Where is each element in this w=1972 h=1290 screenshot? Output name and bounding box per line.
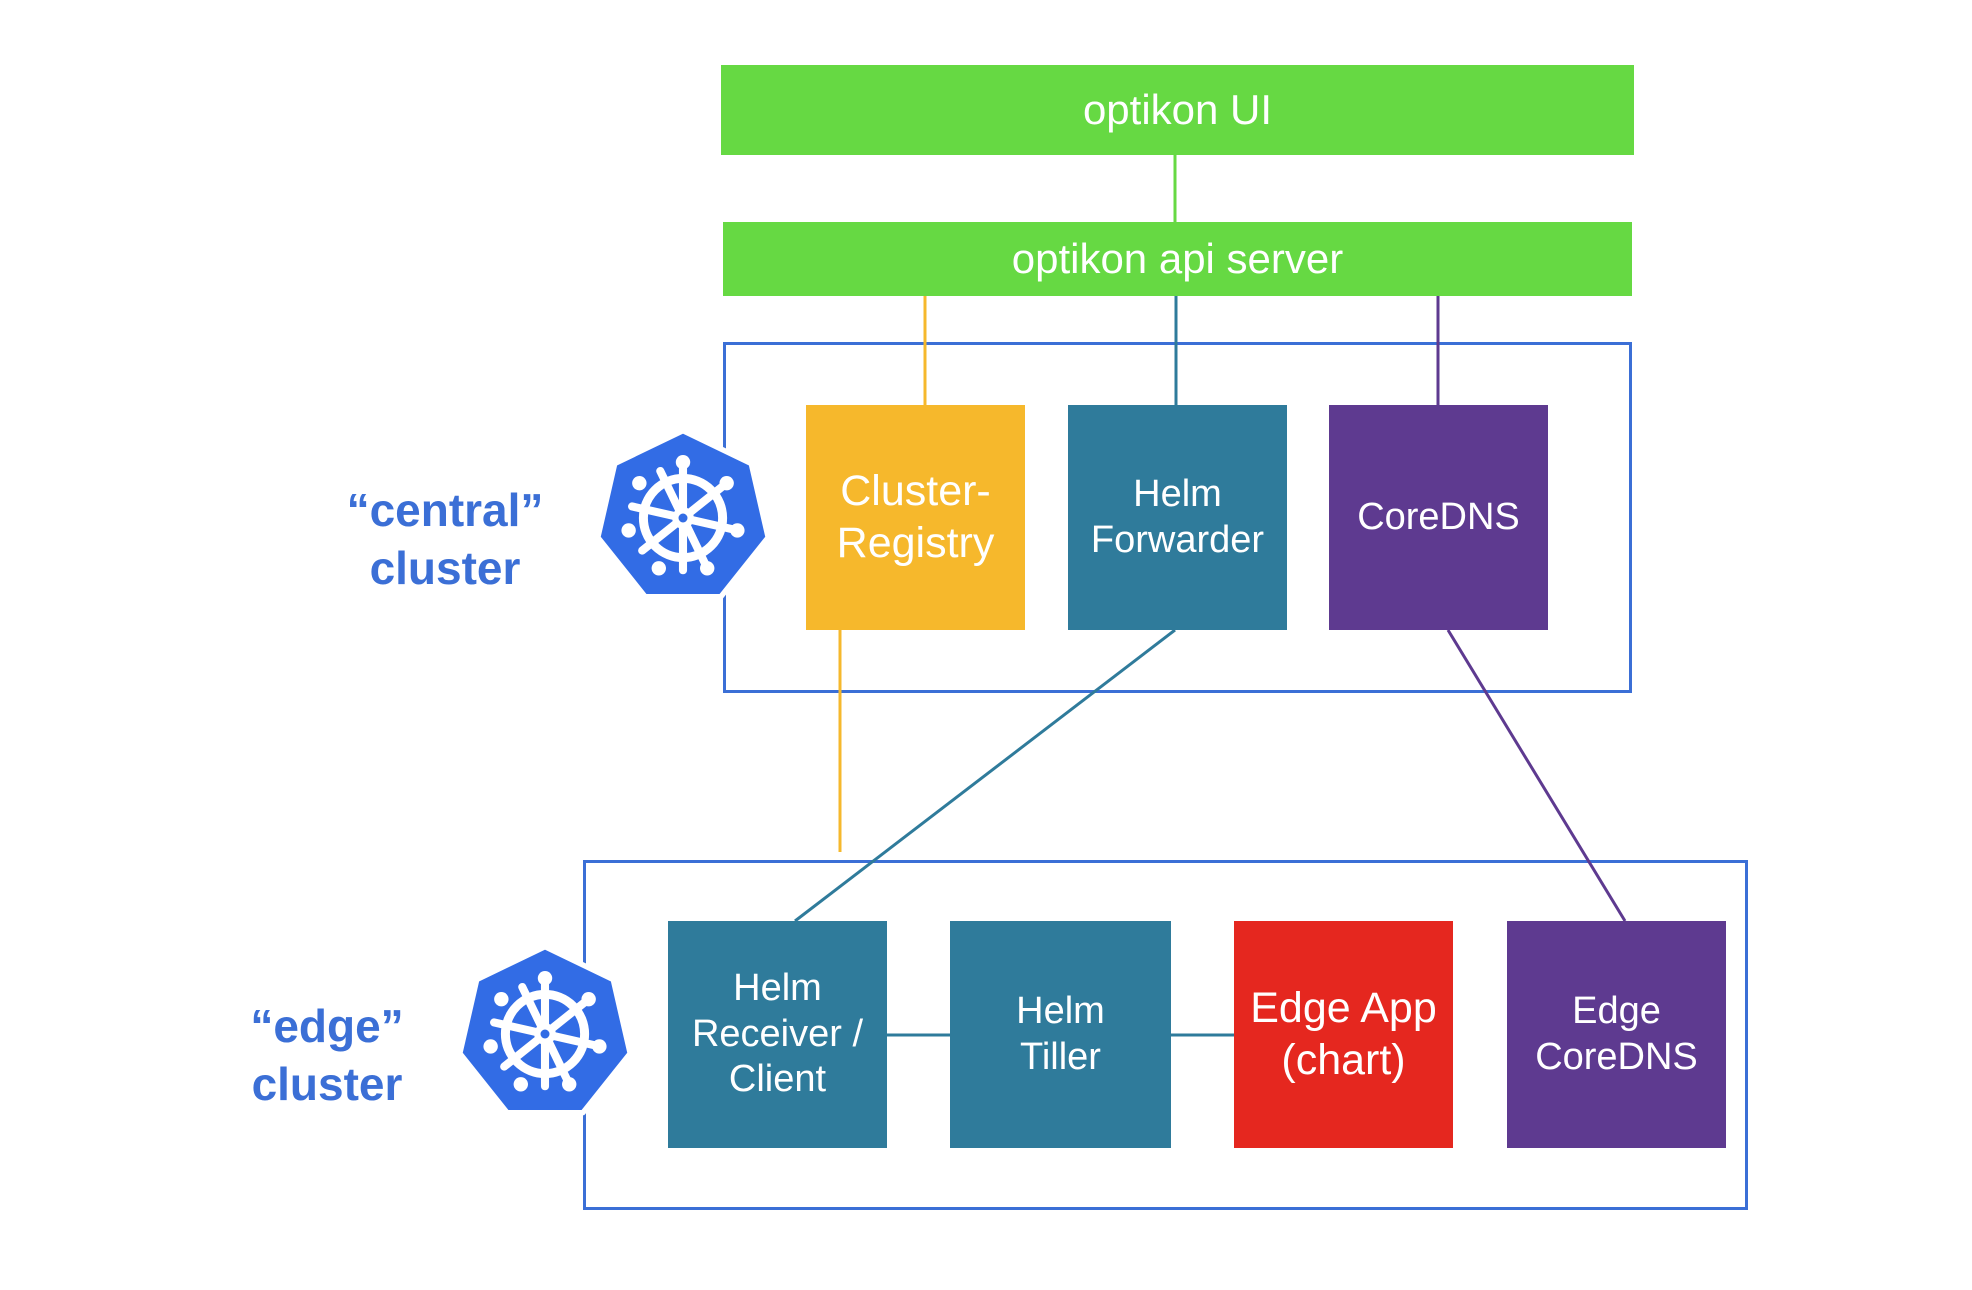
helm-receiver-box: Helm Receiver / Client — [668, 921, 887, 1148]
edge-cluster-label: “edge” cluster — [250, 1000, 404, 1110]
optikon-ui-label: optikon UI — [1082, 86, 1273, 133]
edge-coredns-box: Edge CoreDNS — [1507, 921, 1726, 1148]
coredns-box: CoreDNS — [1329, 405, 1548, 630]
helm-tiller-box: Helm Tiller — [950, 921, 1171, 1148]
kubernetes-helm-wheel-icon — [595, 428, 771, 600]
optikon-ui-bar: optikon UI — [721, 65, 1634, 155]
helm-forwarder-box: Helm Forwarder — [1068, 405, 1287, 630]
kubernetes-helm-wheel-icon — [457, 944, 633, 1116]
connector-coredns-to-edge-coredns — [1446, 629, 1627, 922]
cluster-registry-box: Cluster- Registry — [806, 405, 1025, 630]
optikon-api-server-bar: optikon api server — [723, 222, 1632, 296]
optikon-api-server-label: optikon api server — [1011, 235, 1344, 282]
edge-app-box: Edge App (chart) — [1234, 921, 1453, 1148]
connector-forwarder-to-receiver — [794, 628, 1176, 923]
central-cluster-label: “central” cluster — [346, 484, 544, 594]
